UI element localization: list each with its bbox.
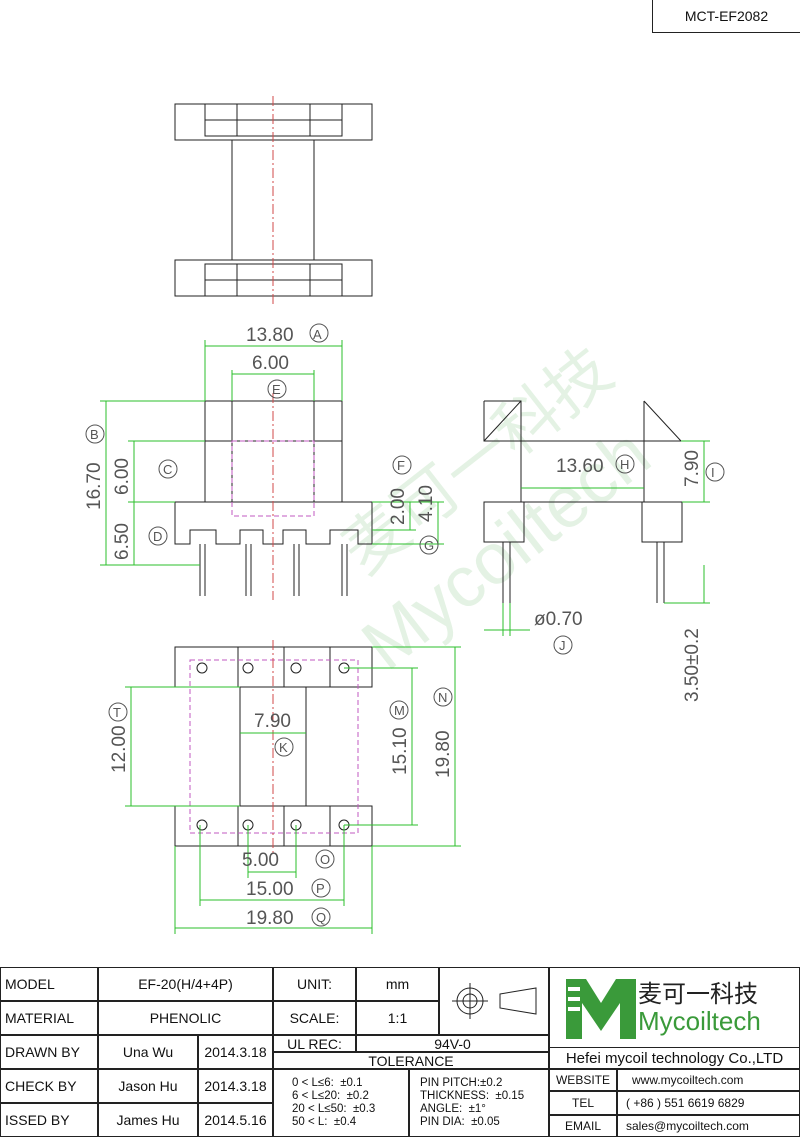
tol-line-1: 0 < L≤6: ±0.1: [292, 1077, 363, 1089]
part-number: MCT-EF2082: [652, 0, 800, 33]
title-block: MODEL EF-20(H/4+4P) UNIT: mm MATERIAL PH…: [0, 967, 800, 1137]
tol-line-4: 50 < L: ±0.4: [292, 1116, 357, 1128]
unit-value: mm: [356, 967, 439, 1001]
bottom-view: [174, 640, 373, 855]
issued-by-name: James Hu: [98, 1103, 198, 1137]
spec-line-1: PIN PITCH:±0.2: [420, 1077, 503, 1089]
watermark: 麦可一科技 Mycoiltech: [329, 334, 665, 686]
svg-text:C: C: [163, 462, 172, 477]
dim-N: 19.80: [433, 730, 454, 778]
company-logo-area: 麦可一科技 Mycoiltech: [549, 967, 800, 1047]
dim-A: 13.80: [246, 325, 294, 346]
spec-line-3: ANGLE: ±1°: [420, 1103, 486, 1115]
dim-G: 4.10: [416, 485, 437, 522]
svg-text:Q: Q: [316, 910, 326, 925]
svg-text:G: G: [424, 538, 434, 553]
company-name-cn: 麦可一科技: [638, 980, 758, 1008]
mycoiltech-logo-icon: [566, 979, 636, 1039]
check-by-name: Jason Hu: [98, 1069, 198, 1103]
dim-K: 7.90: [254, 711, 291, 732]
svg-text:N: N: [438, 690, 447, 705]
svg-text:I: I: [711, 465, 715, 480]
svg-text:D: D: [153, 529, 162, 544]
dim-I: 7.90: [682, 450, 703, 487]
model-label: MODEL: [0, 967, 98, 1001]
svg-text:F: F: [397, 458, 405, 473]
ulrec-value: 94V-0: [356, 1035, 549, 1052]
dim-J: ø0.70: [534, 609, 583, 630]
check-by-label: CHECK BY: [0, 1069, 98, 1103]
svg-text:O: O: [320, 852, 330, 867]
dim-B: 16.70: [84, 462, 105, 510]
email-value: sales@mycoiltech.com: [617, 1115, 800, 1137]
scale-label: SCALE:: [273, 1001, 356, 1035]
issued-by-label: ISSED BY: [0, 1103, 98, 1137]
company-name-en: Mycoiltech: [638, 1006, 761, 1036]
scale-value: 1:1: [356, 1001, 439, 1035]
tolerance-label: TOLERANCE: [273, 1052, 549, 1069]
company-full-name: Hefei mycoil technology Co.,LTD: [549, 1047, 800, 1069]
svg-text:H: H: [620, 457, 629, 472]
dim-Q: 19.80: [246, 908, 294, 929]
svg-text:K: K: [279, 740, 288, 755]
dimension-labels: 13.80 A 6.00 E 16.70 B 6.00 C 6.50 D 2.0…: [84, 323, 725, 929]
tol-line-3: 20 < L≤50: ±0.3: [292, 1103, 376, 1115]
dim-C: 6.00: [112, 458, 133, 495]
projection-symbol: [439, 967, 549, 1035]
spec-line-2: THICKNESS: ±0.15: [420, 1090, 525, 1102]
tel-label: TEL: [549, 1091, 617, 1115]
svg-text:A: A: [313, 327, 322, 342]
website-label: WEBSITE: [549, 1069, 617, 1091]
material-label: MATERIAL: [0, 1001, 98, 1035]
dim-H: 13.60: [556, 456, 604, 477]
drawn-by-name: Una Wu: [98, 1035, 198, 1069]
material-value: PHENOLIC: [98, 1001, 273, 1035]
svg-text:B: B: [90, 427, 99, 442]
unit-label: UNIT:: [273, 967, 356, 1001]
technical-drawing: 麦可一科技 Mycoiltech: [84, 96, 725, 934]
spec-line-4: PIN DIA: ±0.05: [420, 1116, 500, 1128]
svg-text:T: T: [113, 705, 121, 720]
svg-text:M: M: [394, 703, 405, 718]
tolerance-table: 0 < L≤6: ±0.1 6 < L≤20: ±0.2 20 < L≤50: …: [273, 1069, 409, 1137]
dim-M: 15.10: [390, 727, 411, 775]
tel-value: ( +86 ) 551 6619 6829: [617, 1091, 800, 1115]
check-date: 2014.3.18: [198, 1069, 273, 1103]
dim-T: 12.00: [109, 725, 130, 773]
ulrec-label: UL REC:: [273, 1035, 356, 1052]
top-view: [174, 96, 373, 305]
dim-pin-length: 3.50±0.2: [682, 628, 703, 702]
first-angle-projection-icon: [452, 983, 537, 1019]
tol-line-2: 6 < L≤20: ±0.2: [292, 1090, 369, 1102]
issued-date: 2014.5.16: [198, 1103, 273, 1137]
dim-O: 5.00: [242, 850, 279, 871]
front-view: [174, 393, 373, 600]
spec-table: PIN PITCH:±0.2 THICKNESS: ±0.15 ANGLE: ±…: [409, 1069, 549, 1137]
dimension-lines: [100, 340, 710, 934]
svg-text:J: J: [559, 638, 566, 653]
model-value: EF-20(H/4+4P): [98, 967, 273, 1001]
website-value: www.mycoiltech.com: [617, 1069, 800, 1091]
svg-text:P: P: [316, 881, 325, 896]
dim-P: 15.00: [246, 879, 294, 900]
dim-F: 2.00: [388, 488, 409, 525]
dim-D: 6.50: [112, 523, 133, 560]
side-view: [483, 400, 683, 603]
drawn-date: 2014.3.18: [198, 1035, 273, 1069]
dim-E: 6.00: [252, 353, 289, 374]
email-label: EMAIL: [549, 1115, 617, 1137]
svg-text:E: E: [272, 382, 281, 397]
drawn-by-label: DRAWN BY: [0, 1035, 98, 1069]
